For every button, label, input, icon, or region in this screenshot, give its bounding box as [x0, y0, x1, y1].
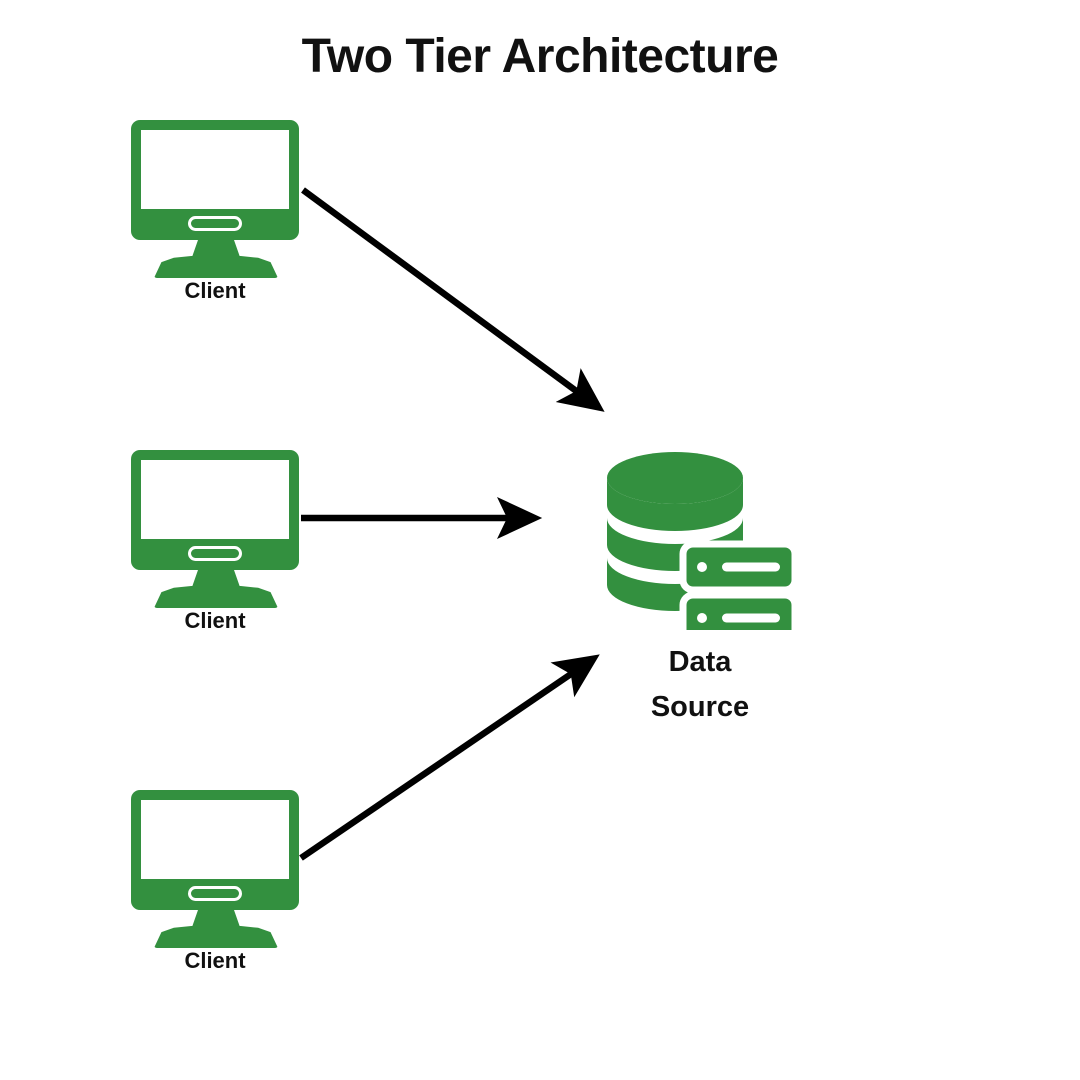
monitor-stand-base: [154, 926, 278, 948]
database-server-icon: [607, 452, 795, 630]
client-node-3[interactable]: Client: [131, 790, 361, 973]
desktop-monitor-icon: [131, 450, 301, 608]
monitor-indicator-pill: [188, 546, 242, 561]
monitor-screen: [141, 800, 289, 879]
monitor-indicator-pill: [188, 886, 242, 901]
monitor-body: [131, 790, 299, 910]
monitor-stand-neck: [191, 570, 241, 590]
desktop-monitor-icon: [131, 790, 301, 948]
data-source-label-line2: Source: [650, 690, 750, 723]
monitor-body: [131, 450, 299, 570]
page-title: Two Tier Architecture: [301, 30, 779, 83]
monitor-stand-base: [154, 586, 278, 608]
client-label: Client: [184, 278, 246, 303]
monitor-stand-base: [154, 256, 278, 278]
monitor-screen: [141, 460, 289, 539]
data-source-label-line1: Data: [668, 646, 732, 678]
server-rack-lower: [679, 591, 795, 630]
client-node-2[interactable]: Client: [131, 450, 361, 633]
client-label: Client: [184, 608, 246, 633]
monitor-screen: [141, 130, 289, 209]
monitor-indicator-pill: [188, 216, 242, 231]
data-source-label: Data Source: [580, 640, 820, 730]
client-node-1[interactable]: Client: [131, 120, 361, 303]
server-rack-upper: [679, 540, 795, 594]
monitor-stand-neck: [191, 910, 241, 930]
monitor-stand-neck: [191, 240, 241, 260]
client-label: Client: [184, 948, 246, 973]
monitor-body: [131, 120, 299, 240]
desktop-monitor-icon: [131, 120, 301, 278]
